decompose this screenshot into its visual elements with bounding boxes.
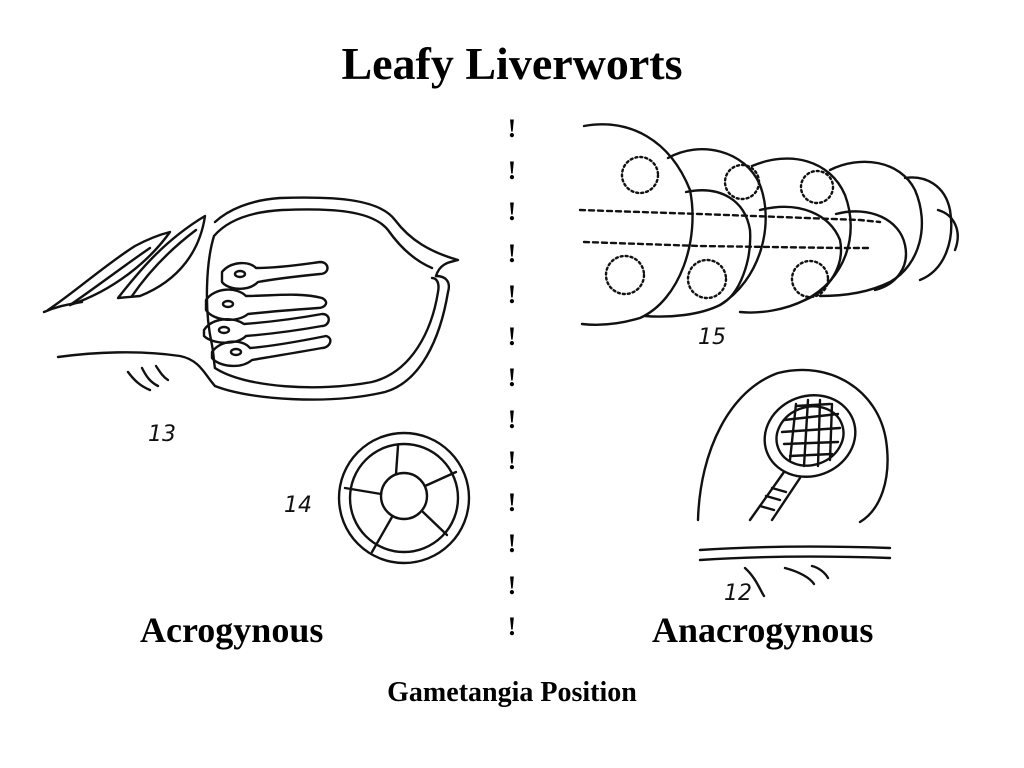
divider-mark: ! [507, 446, 517, 475]
divider-mark: ! [507, 529, 517, 558]
divider-mark: ! [507, 280, 517, 309]
divider-mark: ! [507, 321, 517, 351]
acrogynous-label: Acrogynous [140, 610, 324, 650]
vertical-divider: ! ! ! ! ! ! ! ! ! ! ! ! ! [500, 108, 524, 648]
figure-12-number: 12 [724, 581, 752, 606]
divider-mark: ! [507, 238, 517, 268]
divider-mark: ! [507, 487, 517, 517]
anacrogynous-label: Anacrogynous [652, 610, 874, 650]
figure-12-antheridium: 12 [696, 368, 892, 606]
divider-mark: ! [507, 197, 517, 226]
figure-15-leafy-shoot: 15 [578, 123, 959, 350]
figure-14-cross-section: 14 [284, 431, 471, 565]
figure-13-number: 13 [148, 422, 176, 447]
divider-mark: ! [507, 612, 517, 641]
divider-mark: ! [507, 404, 517, 434]
figure-15-number: 15 [698, 325, 726, 350]
figure-14-number: 14 [284, 493, 312, 518]
divider-mark: ! [507, 155, 517, 185]
divider-mark: ! [507, 363, 517, 392]
figure-13-acrogynous-shoot: 13 [42, 196, 460, 447]
page-title: Leafy Liverworts [341, 38, 683, 89]
divider-mark: ! [507, 114, 517, 143]
caption: Gametangia Position [387, 677, 637, 708]
divider-mark: ! [507, 570, 517, 600]
